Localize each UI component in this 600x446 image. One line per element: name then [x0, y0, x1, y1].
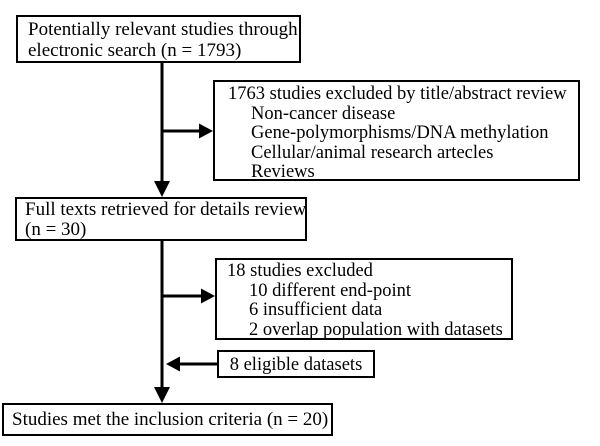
box-fulltext-line-2: (n = 30): [25, 219, 87, 240]
box-fulltext-line-1: Full texts retrieved for details review: [25, 199, 307, 220]
excluded-title-abstract-item: Reviews: [251, 162, 315, 182]
excluded-fulltext-item: 10 different end-point: [249, 280, 412, 301]
box-initial-search-line-1: Potentially relevant studies through: [28, 19, 298, 40]
box-eligible-datasets-label: 8 eligible datasets: [229, 355, 363, 375]
excluded-title-abstract-header: 1763 studies excluded by title/abstract …: [228, 84, 567, 104]
box-initial-search-line-2: electronic search (n = 1793): [28, 40, 242, 61]
excluded-title-abstract-item: Cellular/animal research artecles: [251, 142, 494, 163]
excluded-fulltext-item: 6 insufficient data: [249, 300, 383, 320]
excluded-title-abstract-item: Gene-polymorphisms/DNA methylation: [251, 123, 549, 143]
excluded-title-abstract-item: Non-cancer disease: [251, 103, 396, 124]
box-initial-search: Potentially relevant studies through ele…: [16, 15, 301, 63]
box-inclusion-criteria-label: Studies met the inclusion criteria (n = …: [12, 409, 329, 430]
excluded-fulltext-header: 18 studies excluded: [227, 261, 373, 281]
box-inclusion-criteria: Studies met the inclusion criteria (n = …: [2, 403, 333, 436]
arrow-down-fulltext-to-included-icon: [154, 241, 170, 403]
arrow-left-from-eligible-icon: [166, 356, 217, 372]
box-fulltext-retrieved: Full texts retrieved for details review …: [15, 197, 307, 241]
excluded-fulltext-item: 2 overlap population with datasets: [249, 319, 503, 340]
arrow-right-to-title-abstract-excluded-icon: [162, 123, 213, 139]
arrow-right-to-fulltext-excluded-icon: [162, 288, 215, 304]
box-excluded-fulltext: 18 studies excluded 10 different end-poi…: [215, 258, 513, 340]
arrow-down-initial-to-fulltext-icon: [154, 63, 170, 197]
box-excluded-title-abstract: 1763 studies excluded by title/abstract …: [213, 80, 580, 182]
box-eligible-datasets: 8 eligible datasets: [217, 350, 375, 378]
